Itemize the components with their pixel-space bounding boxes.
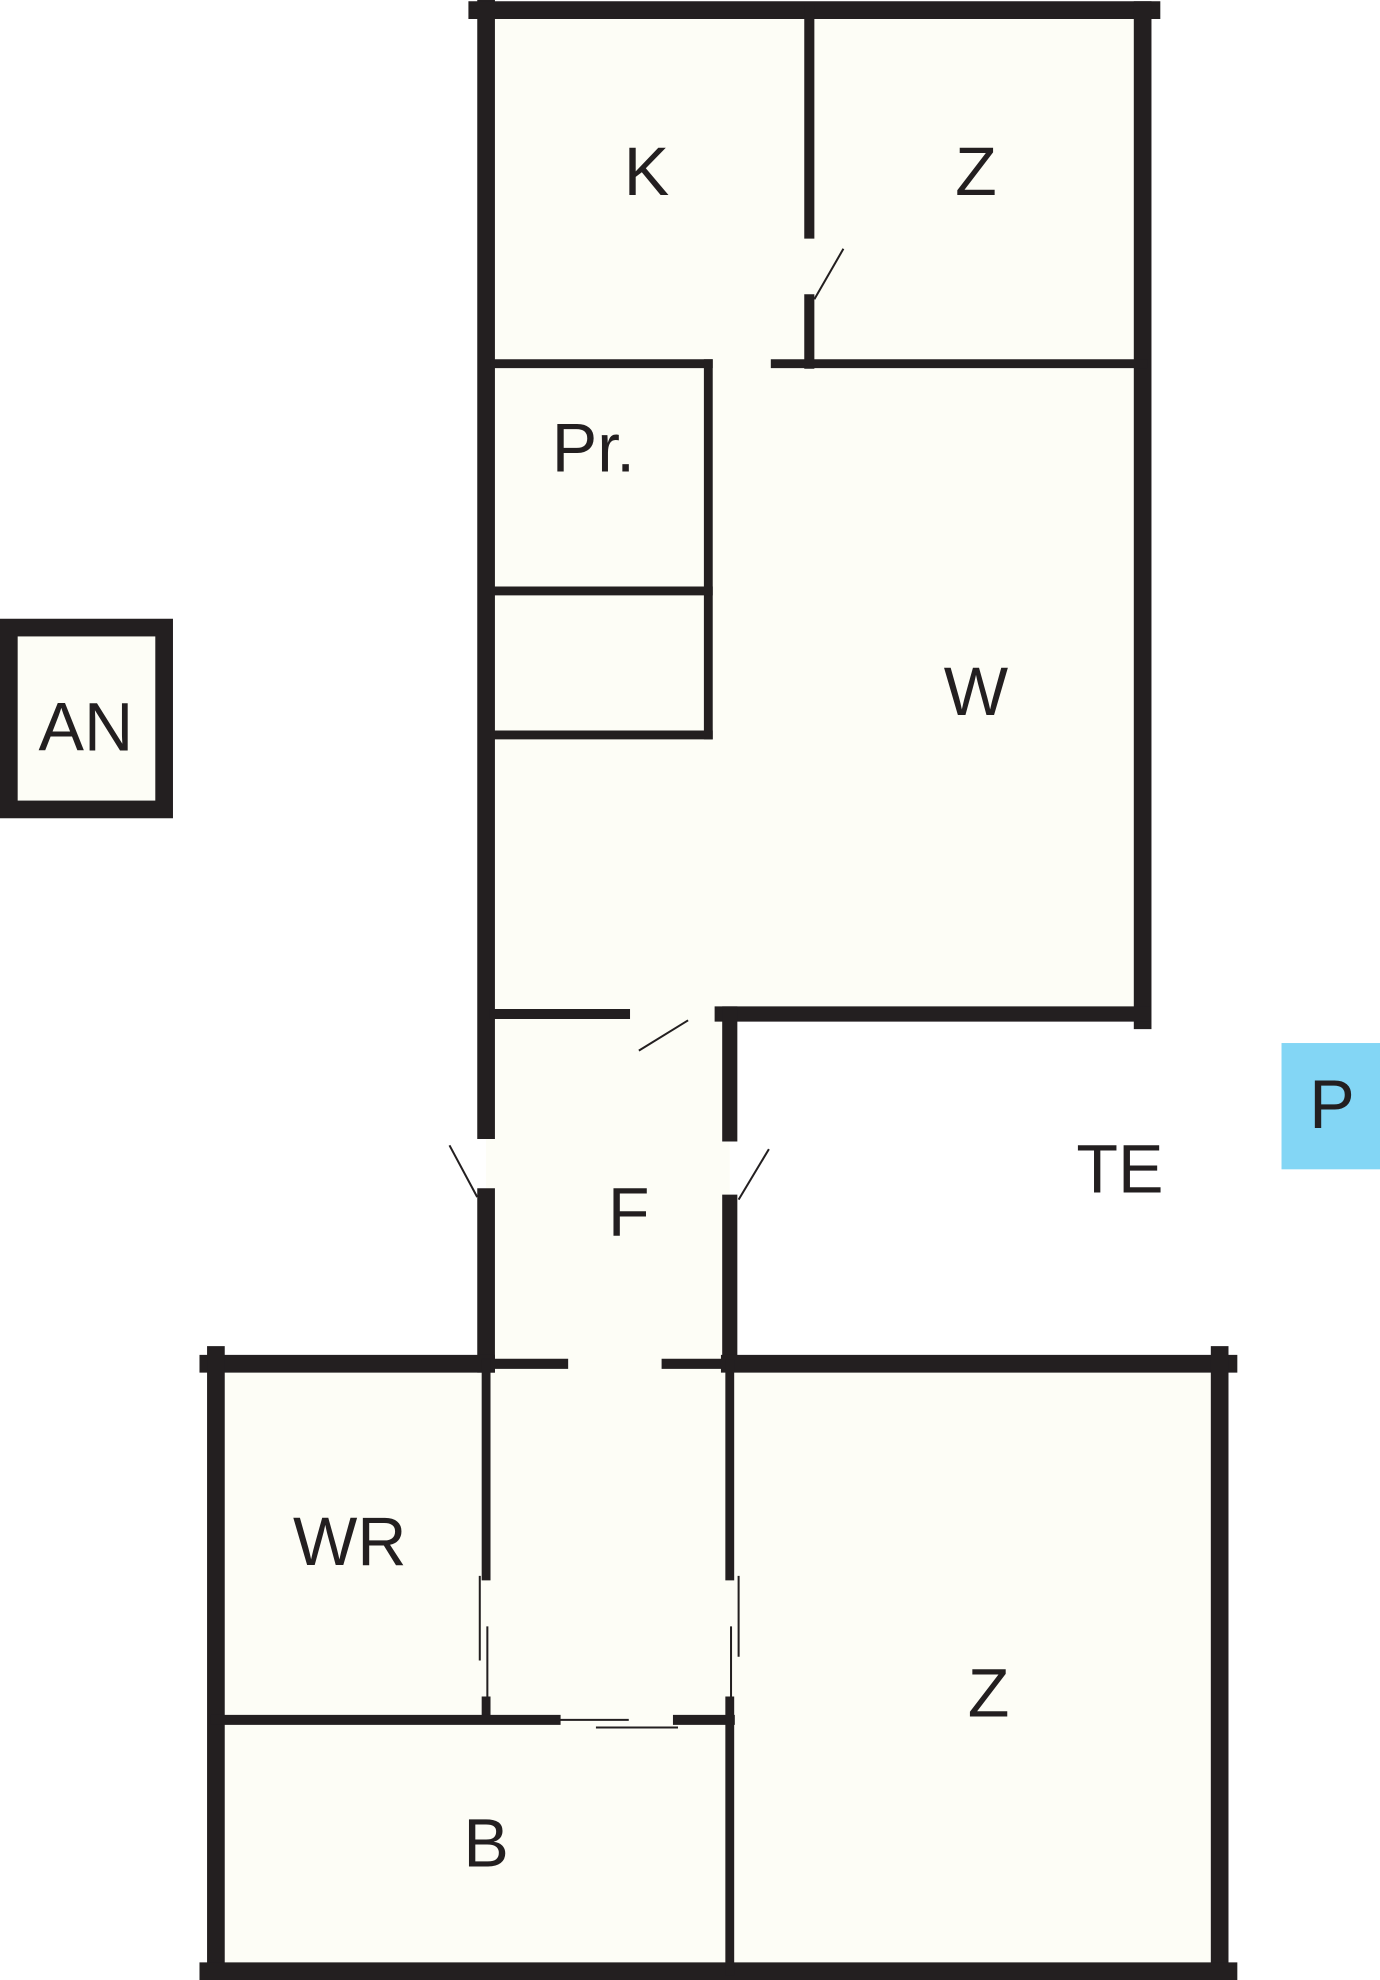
- label-washroom: WR: [293, 1504, 407, 1580]
- door-right-entrance: [737, 1148, 770, 1201]
- label-parking: P: [1309, 1067, 1354, 1143]
- label-annex: AN: [39, 689, 134, 765]
- walls: [199, 0, 1238, 1980]
- annex-box: [0, 618, 173, 819]
- label-pantry: Pr.: [552, 410, 635, 486]
- doors: [448, 248, 845, 1729]
- label-hall: F: [608, 1174, 650, 1250]
- door-left-entrance: [448, 1144, 479, 1198]
- door-living-hall: [638, 1019, 689, 1052]
- lower-block-fill: [215, 1363, 1220, 1972]
- label-terrace: TE: [1076, 1131, 1163, 1207]
- label-kitchen: K: [624, 134, 669, 210]
- upper-block-fill: [486, 10, 1143, 1364]
- label-bathroom: B: [463, 1806, 508, 1882]
- label-room-top: Z: [955, 134, 997, 210]
- label-living: W: [944, 654, 1009, 730]
- door-kitchen-room: [813, 248, 845, 300]
- room-labels: K Z Pr. W AN P TE F WR Z B: [39, 134, 1355, 1882]
- label-room-bottom: Z: [968, 1655, 1010, 1731]
- parking-area: [1281, 1043, 1380, 1170]
